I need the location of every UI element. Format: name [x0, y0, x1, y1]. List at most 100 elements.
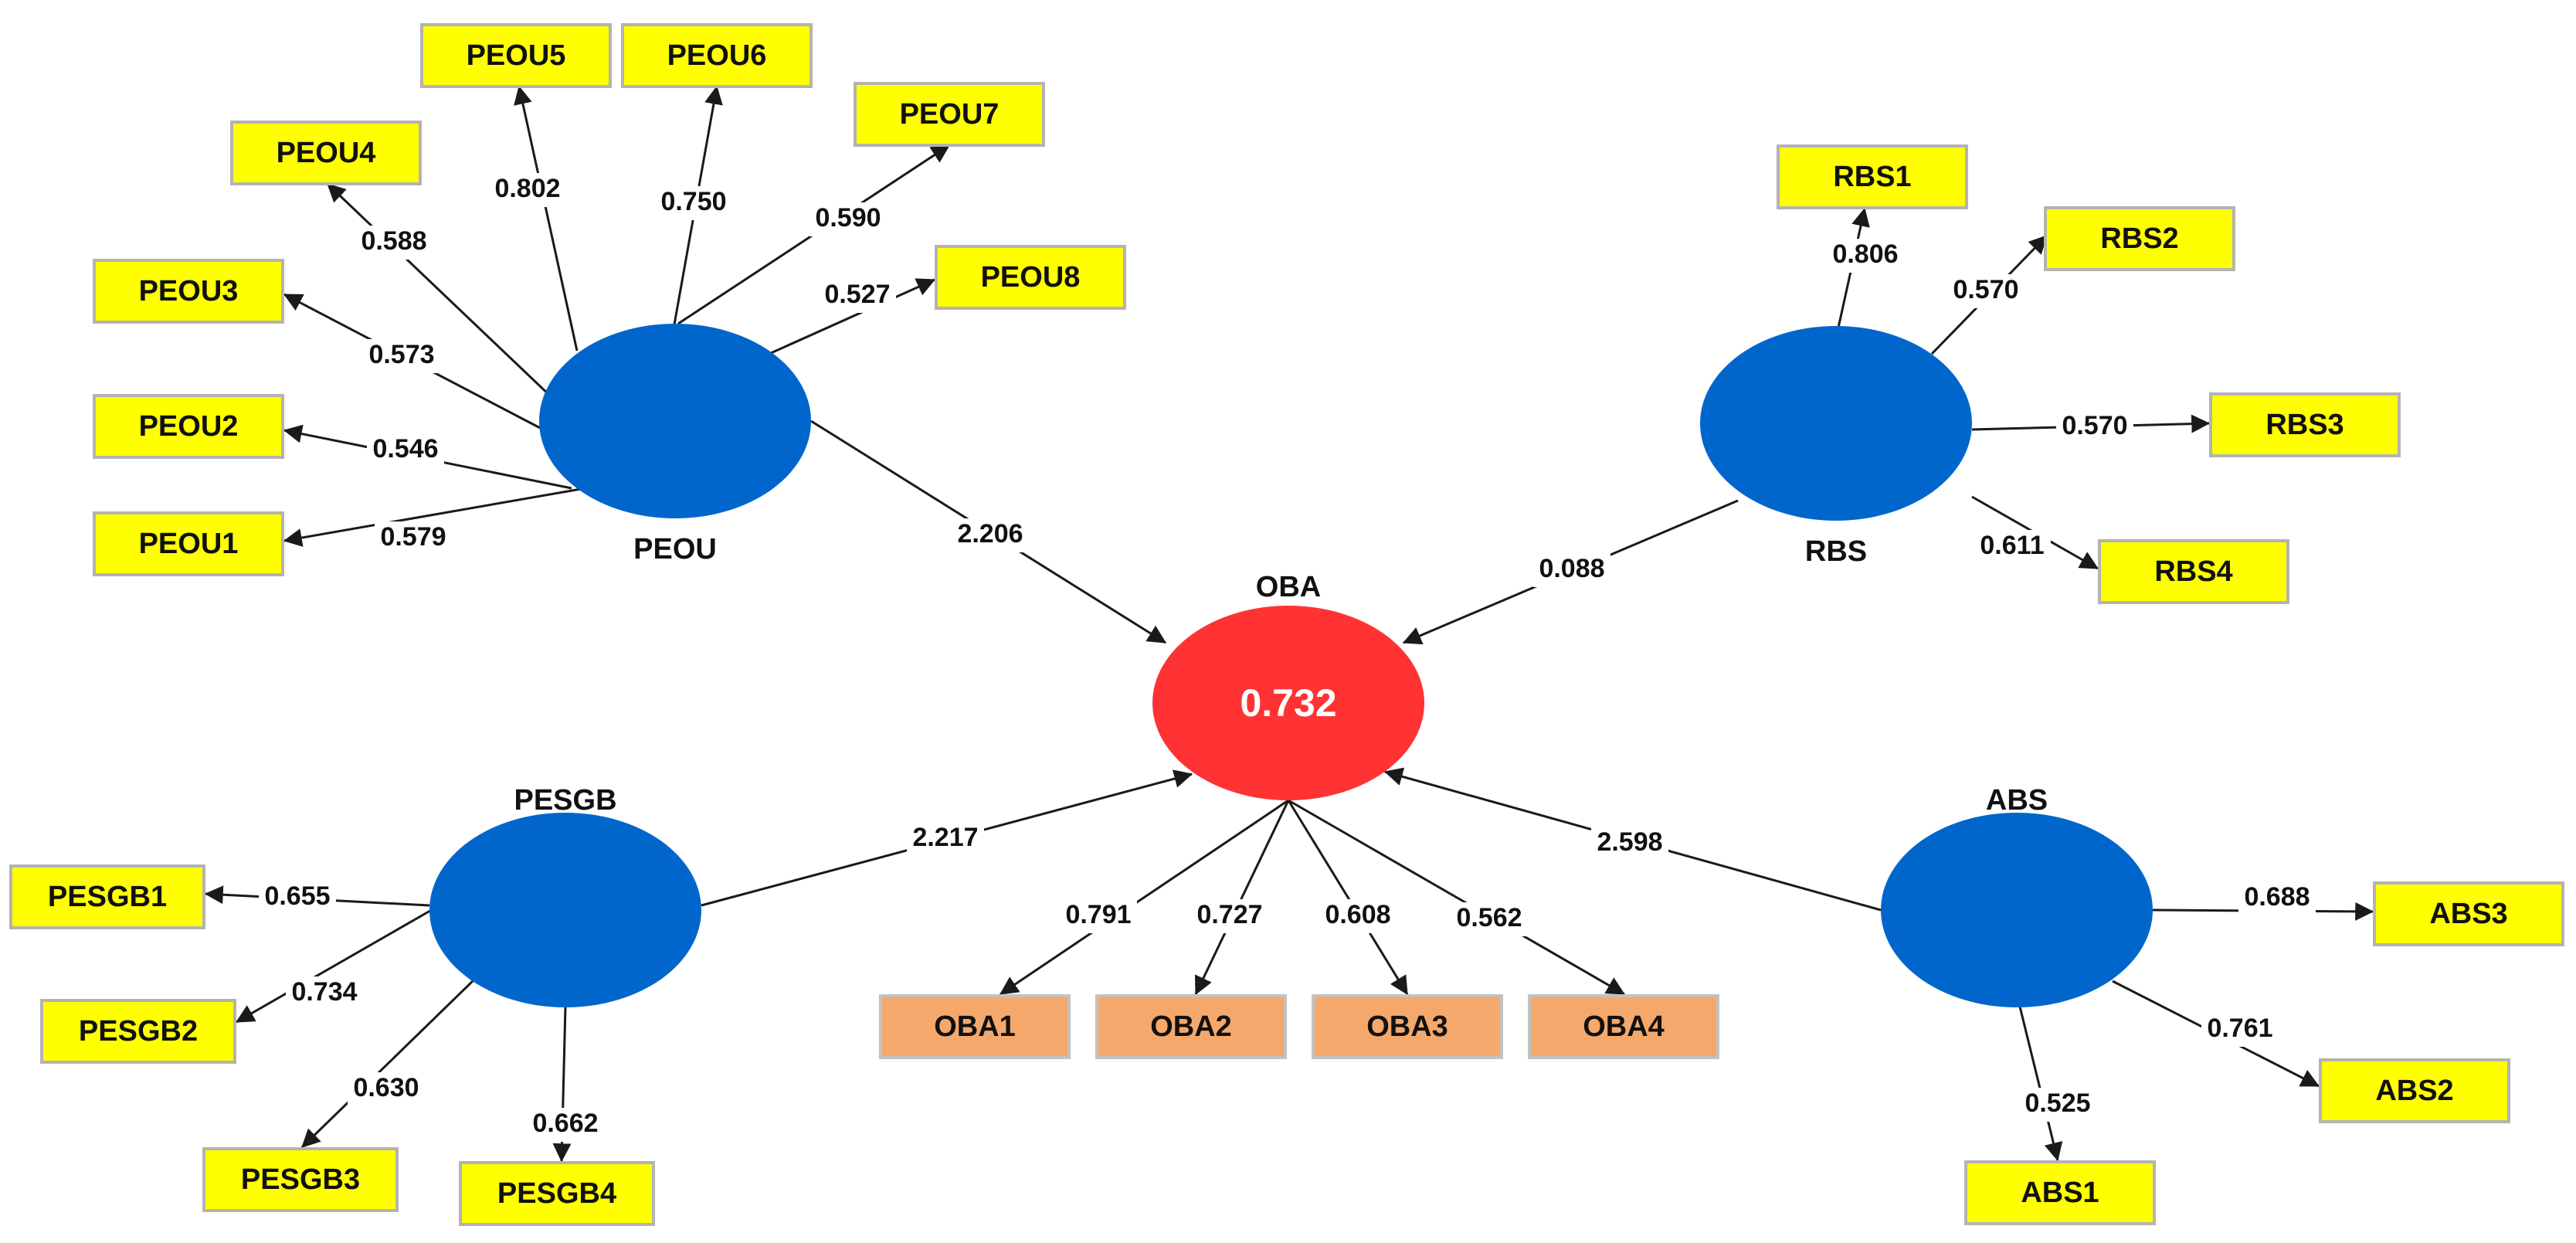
path-coefficient-peou-bg	[952, 518, 1029, 552]
loading-label-rbs3-bg	[2056, 410, 2133, 444]
indicator-box-peou2	[93, 394, 284, 459]
construct-label-peou: PEOU	[633, 533, 717, 565]
indicator-label-peou8: PEOU8	[981, 261, 1081, 294]
loading-label-abs2: 0.761	[2207, 1014, 2272, 1043]
indicator-box-abs3	[2373, 881, 2564, 946]
loading-label-oba2: 0.727	[1196, 900, 1262, 929]
loading-label-rbs2-bg	[1947, 274, 2024, 308]
loading-label-peou5-bg	[489, 173, 566, 207]
loading-label-abs1: 0.525	[2024, 1088, 2090, 1118]
indicator-label-peou2: PEOU2	[139, 410, 239, 443]
loading-label-abs3-bg	[2238, 881, 2316, 915]
path-coefficient-rbs-bg	[1533, 553, 1610, 587]
construct-label-pesgb: PESGB	[514, 784, 616, 817]
indicator-label-peou3: PEOU3	[139, 275, 239, 307]
loading-arrow-peou4	[326, 182, 570, 415]
indicator-box-pesgb4	[459, 1161, 655, 1226]
loading-label-peou6-bg	[655, 186, 732, 220]
loading-label-pesgb4-bg	[527, 1108, 604, 1142]
loading-label-oba3: 0.608	[1325, 900, 1390, 929]
loading-label-oba1: 0.791	[1065, 900, 1131, 929]
construct-abs	[1881, 813, 2153, 1007]
loading-arrow-oba1	[1000, 799, 1289, 996]
indicator-label-peou4: PEOU4	[277, 137, 376, 169]
loading-label-peou1-bg	[375, 521, 452, 555]
construct-label-rbs: RBS	[1805, 535, 1867, 568]
loading-label-pesgb1-bg	[259, 881, 336, 915]
indicator-box-oba4	[1528, 994, 1719, 1059]
loading-label-rbs4: 0.611	[1980, 531, 2044, 560]
construct-label-abs: ABS	[1986, 784, 2048, 817]
indicator-label-peou7: PEOU7	[900, 98, 1000, 131]
indicator-box-peou3	[93, 259, 284, 324]
indicator-label-pesgb3: PESGB3	[241, 1163, 360, 1196]
construct-peou	[539, 324, 811, 518]
loading-label-rbs2: 0.570	[1953, 275, 2018, 304]
loading-label-abs2-bg	[2201, 1013, 2279, 1047]
indicator-box-peou5	[420, 23, 612, 88]
indicator-label-pesgb2: PESGB2	[79, 1015, 198, 1048]
loading-label-peou3-bg	[363, 339, 440, 373]
indicator-label-peou1: PEOU1	[139, 528, 239, 560]
indicator-label-pesgb1: PESGB1	[48, 881, 167, 913]
loading-label-oba1-bg	[1060, 899, 1137, 933]
nodes-layer	[9, 23, 2564, 1226]
indicator-box-rbs1	[1777, 144, 1968, 209]
loading-label-pesgb1: 0.655	[264, 881, 330, 911]
loading-label-oba4-bg	[1451, 902, 1528, 936]
loading-label-peou4: 0.588	[361, 226, 426, 256]
loading-label-pesgb3-bg	[348, 1072, 425, 1106]
indicator-box-peou1	[93, 511, 284, 576]
indicator-label-oba3: OBA3	[1366, 1010, 1448, 1043]
indicator-label-peou5: PEOU5	[467, 39, 566, 72]
loading-arrow-abs1	[2018, 1006, 2063, 1162]
loading-label-peou6: 0.750	[660, 187, 726, 216]
construct-pesgb	[429, 813, 701, 1007]
loading-label-peou8-bg	[819, 279, 896, 313]
loading-label-peou7: 0.590	[815, 203, 881, 233]
path-coefficient-abs-bg	[1591, 827, 1668, 861]
path-coefficient-pesgb-bg	[907, 822, 984, 856]
indicator-label-oba2: OBA2	[1150, 1010, 1232, 1043]
r-squared-value: 0.732	[1240, 681, 1336, 725]
indicator-box-peou7	[854, 82, 1045, 147]
loading-arrow-pesgb2	[235, 907, 435, 1024]
loading-label-peou1: 0.579	[380, 522, 446, 552]
path-coefficient-pesgb: 2.217	[912, 823, 978, 852]
indicator-label-rbs2: RBS2	[2100, 222, 2178, 255]
loading-label-peou4-bg	[355, 226, 433, 260]
construct-rbs	[1700, 326, 1972, 521]
loading-arrow-pesgb3	[300, 977, 477, 1149]
loading-arrow-peou1	[283, 487, 582, 547]
loading-label-peou8: 0.527	[824, 280, 890, 309]
loading-label-rbs1-bg	[1827, 239, 1904, 273]
indicator-label-peou6: PEOU6	[667, 39, 767, 72]
indicator-label-rbs3: RBS3	[2265, 409, 2344, 441]
loading-label-peou2-bg	[367, 433, 444, 467]
loading-label-pesgb2: 0.734	[291, 977, 357, 1007]
indicator-box-peou6	[621, 23, 813, 88]
indicator-box-rbs2	[2044, 206, 2235, 271]
loading-label-oba2-bg	[1191, 899, 1268, 933]
loading-label-peou2: 0.546	[372, 434, 438, 464]
loading-label-peou7-bg	[809, 202, 887, 236]
loading-label-oba4: 0.562	[1456, 903, 1522, 932]
path-coefficient-rbs: 0.088	[1539, 554, 1604, 583]
indicator-box-oba3	[1312, 994, 1503, 1059]
loading-arrow-oba3	[1287, 800, 1409, 996]
indicator-label-oba1: OBA1	[934, 1010, 1016, 1043]
indicator-box-pesgb2	[40, 999, 236, 1064]
path-coefficient-peou: 2.206	[957, 519, 1023, 548]
indicator-label-abs1: ABS1	[2021, 1177, 2099, 1209]
indicator-box-oba2	[1095, 994, 1287, 1059]
indicator-box-abs1	[1964, 1160, 2156, 1225]
indicator-box-oba1	[879, 994, 1071, 1059]
indicator-box-peou8	[935, 245, 1126, 310]
loading-label-oba3-bg	[1319, 899, 1397, 933]
loading-label-pesgb4: 0.662	[532, 1109, 598, 1138]
indicator-label-rbs1: RBS1	[1833, 161, 1911, 193]
path-coefficient-abs: 2.598	[1597, 827, 1662, 857]
loading-label-rbs3: 0.570	[2062, 411, 2127, 440]
